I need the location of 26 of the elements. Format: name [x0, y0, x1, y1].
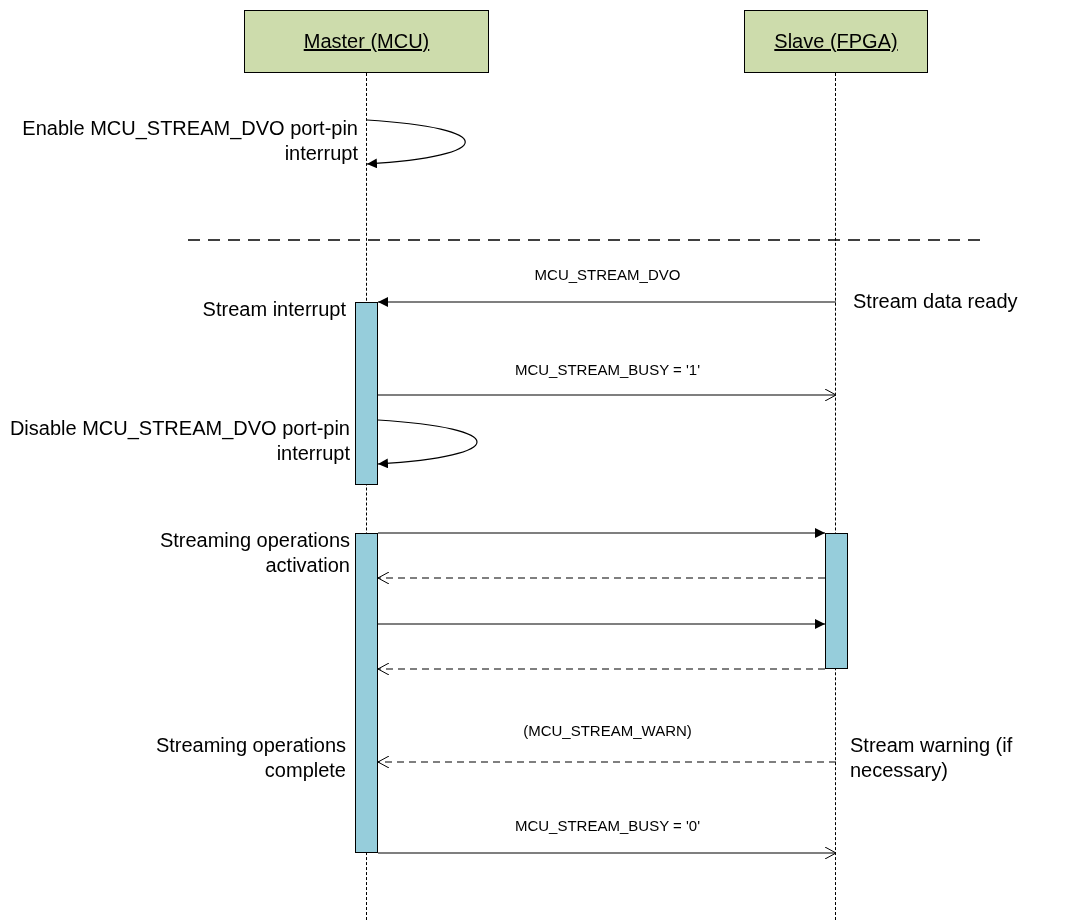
- message-arrow: [377, 662, 826, 676]
- message-label: MCU_STREAM_BUSY = '0': [513, 817, 702, 836]
- note-text: Stream interrupt: [202, 297, 346, 322]
- activation-bar: [825, 533, 848, 669]
- message-arrow: [377, 388, 837, 402]
- message-label: (MCU_STREAM_WARN): [522, 722, 693, 741]
- note-text: Stream warning (if necessary): [850, 733, 1014, 783]
- message-arrow: [377, 619, 826, 629]
- participant-box: Slave (FPGA): [744, 10, 928, 73]
- note-text: Streaming operations complete: [154, 733, 346, 783]
- self-message-arrow: [377, 419, 478, 469]
- self-message-arrow: [366, 119, 466, 169]
- message-arrow: [377, 571, 826, 585]
- message-arrow: [377, 755, 837, 769]
- message-arrow: [377, 528, 826, 538]
- activation-bar: [355, 533, 378, 853]
- activation-bar: [355, 302, 378, 485]
- note-text: Streaming operations activation: [158, 528, 350, 578]
- participant-box: Master (MCU): [244, 10, 489, 73]
- message-label: Enable MCU_STREAM_DVO port-pin interrupt: [21, 116, 358, 166]
- note-text: Stream data ready: [853, 289, 1018, 314]
- message-label: MCU_STREAM_BUSY = '1': [513, 361, 702, 380]
- message-arrow: [377, 297, 837, 307]
- message-arrow: [377, 846, 837, 860]
- message-label: MCU_STREAM_DVO: [533, 266, 682, 285]
- message-label: Disable MCU_STREAM_DVO port-pin interrupt: [8, 416, 350, 466]
